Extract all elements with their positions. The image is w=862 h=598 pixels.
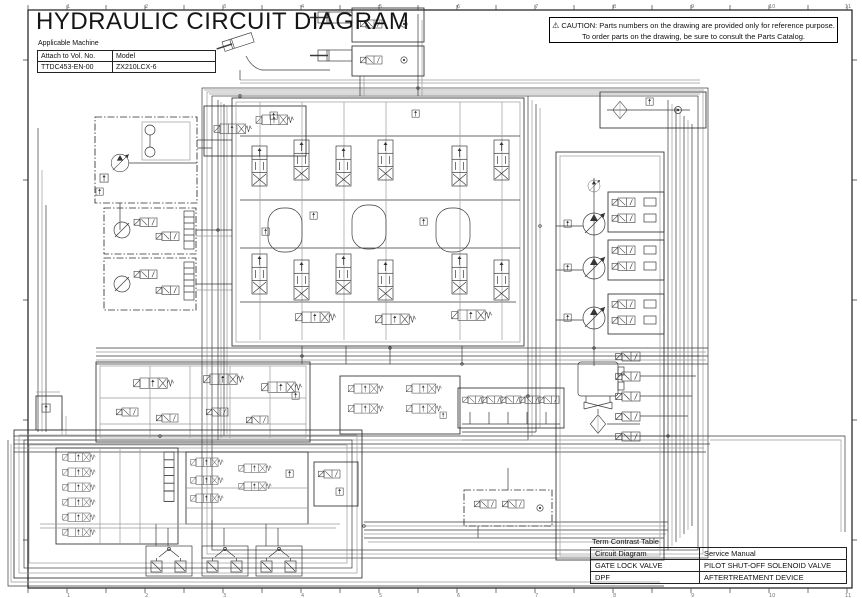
svg-text:2: 2	[145, 4, 148, 10]
page-title: HYDRAULIC CIRCUIT DIAGRAM	[36, 8, 410, 35]
term-cell: AFTERTREATMENT DEVICE	[699, 571, 847, 584]
pump-regulator-3	[607, 293, 665, 335]
pilot-manifold-a	[55, 447, 179, 545]
mid-bus-lines	[7, 14, 710, 587]
applicable-machine-table: Attach to Vol. No. Model TTDC453-EN-00 Z…	[37, 50, 216, 73]
pilot-pump-unit-3	[103, 257, 232, 311]
svg-text:11: 11	[845, 4, 851, 10]
term-contrast-table: Circuit Diagram Service Manual GATE LOCK…	[590, 547, 847, 584]
junction-dots	[158, 86, 670, 528]
boom-cylinder-group	[309, 7, 425, 77]
caution-line1: CAUTION: Parts numbers on the drawing ar…	[561, 21, 835, 30]
gate-lock-valve-block	[313, 461, 359, 507]
bottom-pilot-shutoff-block	[463, 468, 553, 538]
solenoid-manifold	[457, 387, 565, 429]
svg-text:10: 10	[769, 4, 775, 10]
pump-regulator-2	[607, 239, 665, 281]
svg-text:6: 6	[457, 4, 460, 10]
return-filter	[590, 409, 640, 434]
main-bus-lines	[201, 70, 709, 559]
term-cell: GATE LOCK VALVE	[590, 559, 700, 572]
svg-text:4: 4	[301, 4, 304, 10]
caution-box: ⚠ CAUTION: Parts numbers on the drawing …	[549, 17, 838, 43]
solenoid-valve-column	[615, 351, 700, 442]
svg-text:3: 3	[223, 4, 226, 10]
term-contrast-table-label: Term Contrast Table	[592, 537, 659, 546]
mid-left-valve-group	[95, 361, 311, 443]
ruler-column-labels-bottom: 1 2 3 4 5 6 7 8 9 10 11	[67, 593, 851, 598]
term-cell: DPF	[590, 571, 700, 584]
right-bus-lines	[364, 96, 846, 550]
applicable-machine-vol-no: TTDC453-EN-00	[37, 61, 113, 73]
pilot-valve-boxes	[145, 520, 303, 577]
top-right-filter-unit	[599, 91, 707, 129]
pump-regulator-1	[607, 191, 665, 233]
bottom-left-valve-assembly	[13, 429, 363, 579]
center-bottom-valve-block	[339, 375, 461, 435]
applicable-machine-header-vol: Attach to Vol. No.	[37, 50, 113, 62]
svg-text:9: 9	[691, 593, 694, 598]
upper-left-pump-unit	[94, 116, 198, 230]
pilot-manifold-b	[185, 451, 309, 525]
warning-triangle-icon: ⚠	[552, 21, 560, 30]
term-header-circuit-diagram: Circuit Diagram	[590, 547, 700, 560]
svg-text:9: 9	[691, 4, 694, 10]
svg-text:7: 7	[535, 4, 538, 10]
applicable-machine-label: Applicable Machine	[38, 40, 99, 47]
table-row: GATE LOCK VALVE PILOT SHUT-OFF SOLENOID …	[590, 559, 847, 572]
svg-text:1: 1	[67, 593, 70, 598]
term-header-service-manual: Service Manual	[699, 547, 847, 560]
svg-text:4: 4	[301, 593, 304, 598]
svg-text:5: 5	[379, 593, 382, 598]
svg-text:8: 8	[613, 593, 616, 598]
svg-text:1: 1	[67, 4, 70, 10]
svg-text:8: 8	[613, 4, 616, 10]
table-row: Circuit Diagram Service Manual	[590, 547, 847, 560]
term-cell: PILOT SHUT-OFF SOLENOID VALVE	[699, 559, 847, 572]
upper-valve-subblock	[197, 105, 307, 157]
ruler-column-labels-top: 1 2 3 4 5 6 7 8 9 10 11	[67, 4, 851, 10]
applicable-machine-model: ZX210LCX-6	[112, 61, 216, 73]
title-area-cylinder	[214, 31, 330, 71]
main-control-valve-block	[231, 97, 525, 347]
engine-unit	[577, 361, 625, 410]
svg-text:6: 6	[457, 593, 460, 598]
svg-text:5: 5	[379, 4, 382, 10]
applicable-machine-header-model: Model	[112, 50, 216, 62]
svg-text:10: 10	[769, 593, 775, 598]
svg-text:2: 2	[145, 593, 148, 598]
svg-text:11: 11	[845, 593, 851, 598]
svg-text:3: 3	[223, 593, 226, 598]
table-row: DPF AFTERTREATMENT DEVICE	[590, 571, 847, 584]
caution-line2: To order parts on the drawing, be sure t…	[581, 32, 806, 41]
pilot-pump-unit-2	[103, 207, 232, 255]
svg-text:7: 7	[535, 593, 538, 598]
left-accessory-valve	[35, 391, 63, 431]
